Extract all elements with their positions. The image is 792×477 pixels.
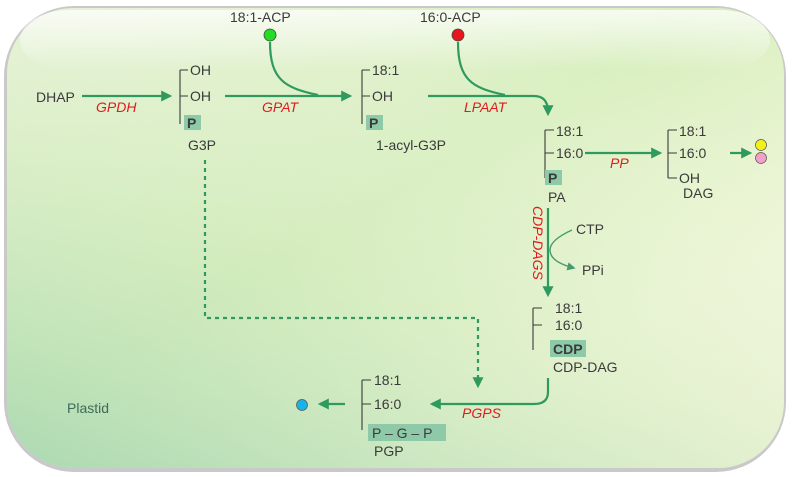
dag-product-dot-2 [755,152,767,164]
cdp-dag-head: CDP [553,341,583,357]
gpdh-enzyme: GPDH [96,99,137,115]
g3p-to-pgps-dashed-arrow [203,160,484,389]
g3p-c2: OH [190,88,211,104]
cdp-dag-c1: 18:1 [555,300,582,316]
pgp-c2: 16:0 [374,396,401,412]
pa-structure: 18:1 16:0 P PA [544,123,583,205]
acyl-g3p-phosphate: P [369,115,378,131]
cdp-dag-structure: 18:1 16:0 CDP CDP-DAG [532,300,618,375]
acp-18-1-label: 18:1-ACP [230,9,291,25]
g3p-phosphate-box [184,115,201,130]
dag-product-dot-1 [755,139,767,151]
pa-phosphate-box [545,170,562,185]
cdp-dag-c2: 16:0 [555,317,582,333]
pgp-head: P – G – P [372,425,432,441]
ppi-label: PPi [582,262,604,278]
cdp-dag-head-box [550,340,586,357]
cdp-dags-enzyme: CDP-DAGS [530,206,546,281]
pa-c1: 18:1 [556,123,583,139]
plastid-compartment [4,6,786,472]
pgp-head-box [368,424,446,441]
g3p-name: G3P [188,137,216,153]
pgp-name: PGP [374,443,404,459]
acyl-g3p-c2: OH [372,88,393,104]
dag-c3: OH [679,170,700,186]
dag-c1: 18:1 [679,123,706,139]
acyl-g3p-structure: 18:1 OH P 1-acyl-G3P [361,62,446,153]
pgps-enzyme: PGPS [462,405,502,421]
pa-phosphate: P [548,170,557,186]
dag-c2: 16:0 [679,145,706,161]
acyl-g3p-phosphate-box [366,115,383,130]
pa-name: PA [548,189,566,205]
dag-name: DAG [683,185,713,201]
pgp-structure: 18:1 16:0 P – G – P PGP [361,372,446,459]
lpaat-arrow [428,94,554,117]
pp-enzyme: PP [610,155,629,171]
g3p-structure: OH OH P G3P [179,62,216,153]
ctp-label: CTP [576,221,604,237]
gpat-enzyme: GPAT [262,99,299,115]
acyl-g3p-name: 1-acyl-G3P [376,137,446,153]
lpaat-enzyme: LPAAT [464,99,508,115]
pgps-arrow [429,378,550,410]
acp-16-0-input-arrow [456,41,506,97]
acyl-g3p-c1: 18:1 [372,62,399,78]
pgp-c1: 18:1 [374,372,401,388]
cdp-dag-name: CDP-DAG [553,359,618,375]
dag-structure: 18:1 16:0 OH DAG [667,123,713,201]
acp-18-1-input-arrow [268,41,319,97]
acp-16-0-label: 16:0-ACP [420,9,481,25]
compartment-label: Plastid [67,400,109,416]
acp-16-0-dot [451,28,465,42]
dhap-label: DHAP [36,89,75,105]
pa-c2: 16:0 [556,145,583,161]
pgp-product-dot [296,399,308,411]
g3p-c1: OH [190,62,211,78]
acp-18-1-dot [263,28,277,42]
ctp-ppi-arrow [549,229,576,271]
g3p-phosphate: P [187,115,196,131]
